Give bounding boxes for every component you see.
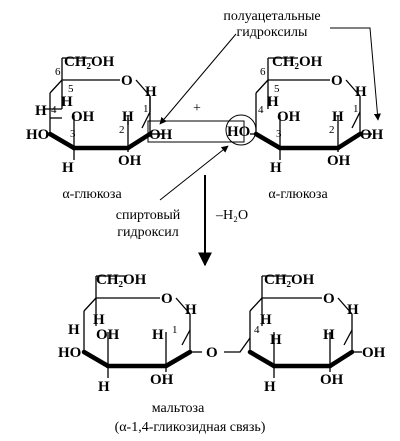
maltose-right-oh1: OH [362,345,386,361]
left-c5: 5 [68,83,74,95]
right-oh2: OH [327,153,351,169]
left-c1: 1 [143,103,149,115]
maltose-structure: CH₂OH O H H H 1 OH H HO H OH O CH₂OH O H… [58,272,386,435]
maltose-left-oh4: OH [96,327,120,343]
right-c4: 4 [258,104,264,116]
left-h1: H [145,84,157,100]
left-glucose-label: α-глюкоза [62,187,122,202]
right-h2: H [332,109,344,125]
left-ho3: HO [26,127,49,143]
left-c2: 2 [119,124,125,136]
left-oh2: OH [118,153,142,169]
right-glucose-label: α-глюкоза [268,187,328,202]
maltose-bond-type: (α-1,4-гликозидная связь) [115,420,266,435]
right-h1: H [355,84,367,100]
maltose-right-oh2: OH [320,372,344,388]
maltose-right-h5: H [260,312,272,328]
maltose-right-h1: H [347,302,359,318]
maltose-left-ho3: HO [58,345,81,361]
right-oh1: OH [360,127,384,143]
right-h5: H [267,94,279,110]
alcohol-note-line2: гидроксил [117,225,179,240]
glucose-left: CH₂OH O 6 5 4 3 2 1 H H H OH H HO OH H O… [26,54,173,202]
left-h2: H [122,109,134,125]
right-c6: 6 [260,66,266,78]
glucose-right: CH₂OH O 6 5 4 3 2 1 H H OH H HO OH H OH … [227,54,384,202]
right-c1: 1 [353,103,359,115]
hemiacetal-note-line2: гидроксилы [237,25,309,40]
left-ch2oh: CH₂OH [64,54,115,70]
left-h3: H [62,160,74,176]
maltose-right-h3: H [264,379,276,395]
alcohol-note-arrow [159,145,229,201]
right-c3: 3 [276,128,282,140]
leaving-group-box [147,120,245,143]
left-ring-o: O [121,73,133,89]
maltose-right-ch2oh: CH₂OH [264,272,315,288]
right-c5: 5 [274,83,280,95]
maltose-left-ch2oh: CH₂OH [96,272,147,288]
right-c2: 2 [329,124,335,136]
maltose-left-h2: H [152,327,164,343]
maltose-bridge-o: O [206,345,218,361]
maltose-right-c4: 4 [254,324,260,336]
right-ring-o: O [331,73,343,89]
maltose-left-oh2: OH [150,372,174,388]
water-elimination: –H₂O [215,208,248,223]
left-c3: 3 [70,128,76,140]
hemiacetal-arrow-left [159,33,237,125]
maltose-left-h3: H [98,379,110,395]
maltose-left-c1: 1 [172,324,178,336]
left-h4: H [35,103,47,119]
maltose-left-ring-o: O [161,291,173,307]
maltose-right-h2: H [323,327,335,343]
hemiacetal-arrow-right [330,27,381,121]
maltose-right-h4: H [270,332,282,348]
left-c6: 6 [55,66,61,78]
left-oh4: OH [71,109,95,125]
left-c4: 4 [51,104,57,116]
alcohol-note-line1: спиртовый [116,208,181,223]
left-h5: H [61,94,73,110]
maltose-left-h4: H [68,322,80,338]
left-oh1: OH [149,127,173,143]
maltose-label: мальтоза [152,401,205,416]
right-oh4: OH [277,109,301,125]
right-ho4: HO [227,124,250,140]
hemiacetal-note-line1: полуацетальные [223,9,320,24]
plus-sign: + [193,101,201,116]
maltose-right-ring-o: O [323,291,335,307]
maltose-left-h1: H [185,302,197,318]
right-h3: H [270,160,282,176]
maltose-left-h5: H [93,312,105,328]
right-ch2oh: CH₂OH [272,54,323,70]
